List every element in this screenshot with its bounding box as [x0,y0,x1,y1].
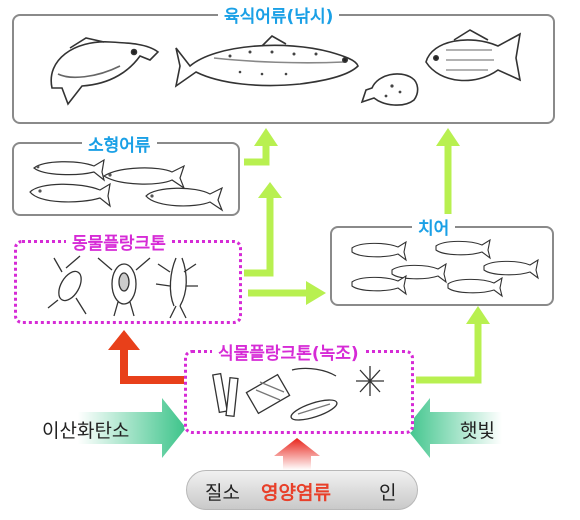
nutrient-box: 질소 영양염류 인 [186,470,418,510]
zooplankton-label: 동물플랑크톤 [66,229,172,254]
carnivore-icons-overlay [50,29,522,106]
co2-label: 이산화탄소 [42,420,130,442]
fry-label: 치어 [412,214,456,239]
carnivorous-fish-label: 육식어류(낚시) [218,2,340,27]
small-fish-icons-overlay [29,158,224,212]
nutrient-salts-label: 영양염류 [261,482,331,504]
sunlight-arrow [406,398,502,458]
arrow-phyto-to-zoo [108,330,184,384]
flow-arrows [244,144,482,384]
small-fish-label: 소형어류 [82,131,157,156]
fry-icons-overlay [351,238,539,298]
zooplankton-icons-overlay [47,255,198,319]
arrow-zoo-to-smallfish [244,196,274,277]
phytoplankton-label: 식물플랑크톤(녹조) [212,339,365,364]
nutrient-arrow [274,438,320,470]
arrow-phyto-to-fry [416,322,482,384]
phytoplankton-icons-overlay [212,366,384,421]
nitrogen-label: 질소 [205,482,240,504]
sunlight-label: 햇빛 [460,420,495,442]
phosphorus-label: 인 [379,482,397,504]
co2-arrow [78,398,186,458]
arrow-smallfish-to-carnivore [244,144,270,166]
arrow-heads [254,128,490,324]
